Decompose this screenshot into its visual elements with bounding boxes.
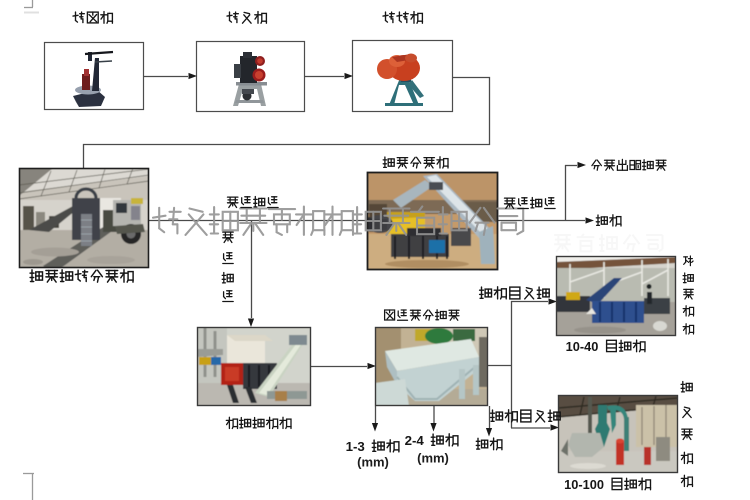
svg-text:2-4: 2-4 [405, 433, 425, 448]
svg-text:10-40: 10-40 [566, 339, 599, 354]
svg-text:10-100: 10-100 [564, 477, 604, 492]
svg-text:(mm): (mm) [357, 455, 389, 470]
svg-text:(mm): (mm) [417, 451, 449, 466]
svg-text:1-3: 1-3 [346, 439, 365, 454]
